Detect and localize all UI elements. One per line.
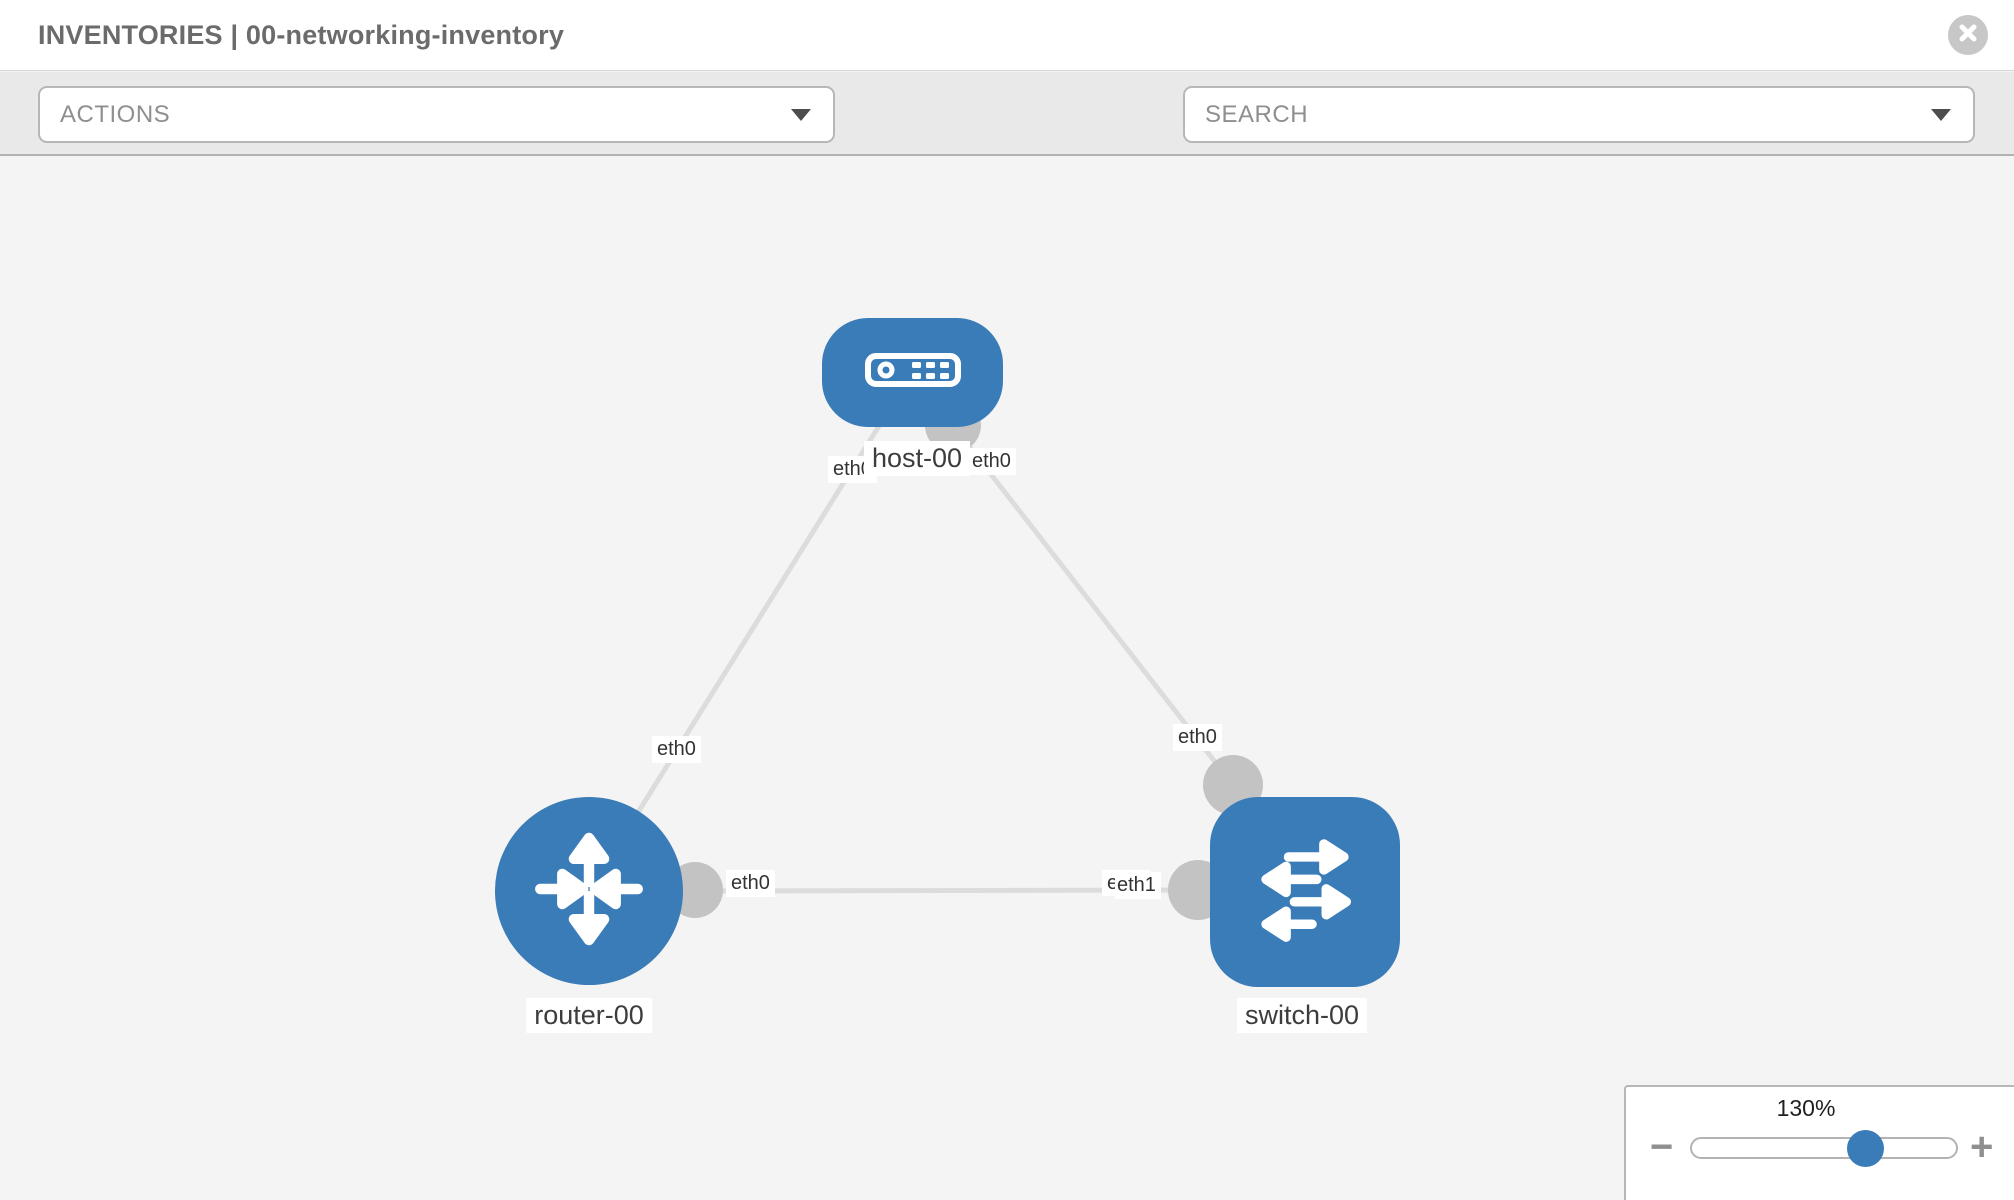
page-title: INVENTORIES | 00-networking-inventory [38,20,565,50]
actions-dropdown[interactable]: ACTIONS [38,86,835,143]
node-label-switch-00: switch-00 [1236,998,1368,1033]
interface-label: eth0 [1173,724,1222,751]
node-label-router-00: router-00 [526,998,652,1033]
interface-label: eth1 [1115,872,1161,899]
zoom-slider-knob[interactable] [1847,1130,1884,1167]
title-bar: INVENTORIES | 00-networking-inventory [0,0,2014,71]
search-placeholder: SEARCH [1205,100,1309,128]
zoom-slider-row: − + [1626,1127,2014,1171]
node-host-00[interactable] [822,318,1003,427]
search-dropdown[interactable]: SEARCH [1183,86,1975,143]
router-icon [531,831,647,952]
zoom-out-button[interactable]: − [1650,1125,1674,1169]
topology-canvas[interactable]: eth0 eth0 eth0 eth0 eth0 eth0 eth1 host-… [0,156,2014,1200]
host-icon [864,353,961,392]
node-label-host-00: host-00 [863,441,971,476]
node-router-00[interactable] [495,797,683,985]
zoom-level-value: 130% [1776,1095,1836,1121]
close-icon [1958,23,1978,48]
zoom-in-button[interactable]: + [1970,1125,1994,1169]
actions-dropdown-label: ACTIONS [60,100,171,128]
close-button[interactable] [1948,15,1988,55]
switch-icon [1246,831,1364,954]
toolbar: ACTIONS SEARCH [0,72,2014,204]
chevron-down-icon [1931,108,1951,121]
zoom-slider-track[interactable] [1690,1130,1958,1167]
links-layer [586,371,1235,894]
interface-label: eth0 [726,870,775,897]
interface-label: eth0 [967,448,1016,475]
interface-label: eth0 [652,736,701,763]
zoom-control-panel: 130% − + [1624,1085,2014,1200]
interface-label-overlap: eth0 eth1 [1102,870,1161,899]
node-switch-00[interactable] [1210,797,1400,987]
chevron-down-icon [791,108,811,121]
